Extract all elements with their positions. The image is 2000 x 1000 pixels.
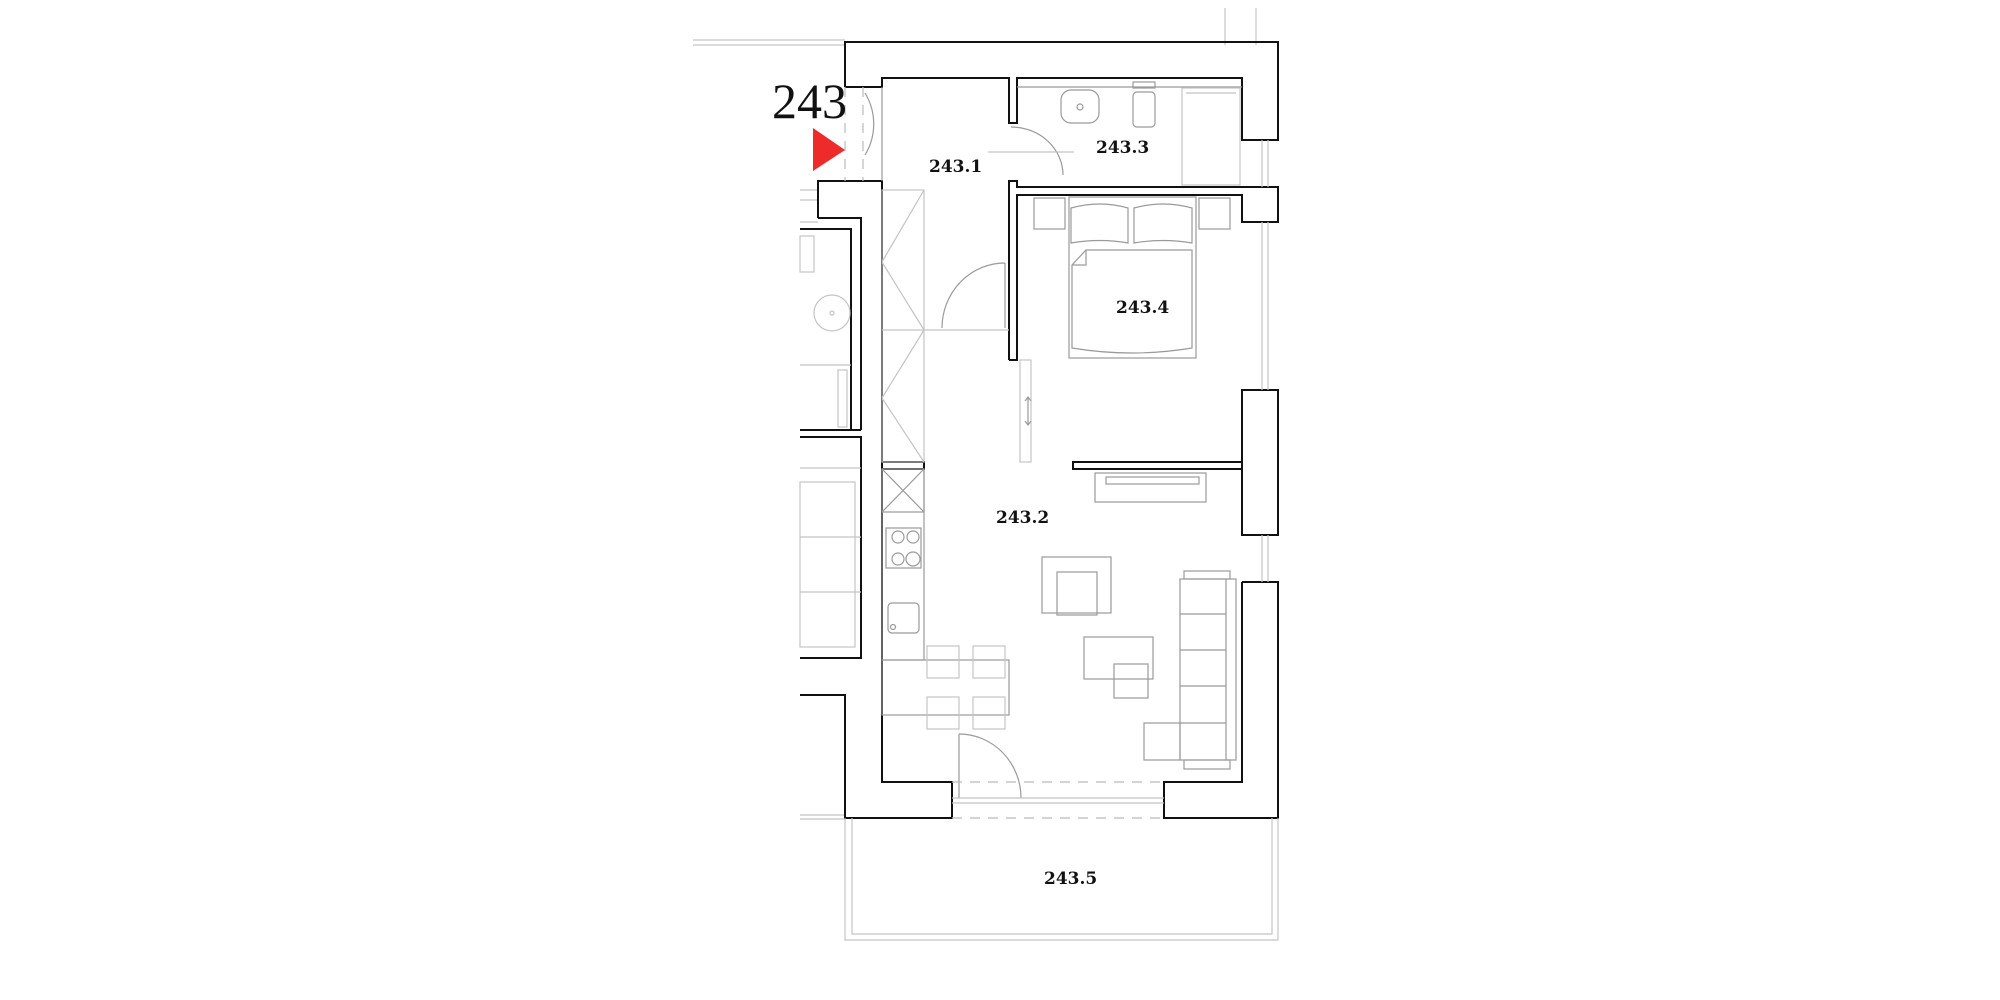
room-label-bedroom: 243.4 <box>1116 298 1169 318</box>
neighbour-unit <box>799 189 862 820</box>
sink <box>887 602 920 634</box>
entrance-arrow-icon <box>813 128 845 171</box>
cooktop <box>885 527 922 569</box>
sliding-wardrobe <box>1019 359 1032 463</box>
nightstand-left <box>1033 197 1066 230</box>
ottoman <box>1113 663 1149 699</box>
context-lines <box>693 8 1257 46</box>
walls <box>800 41 1279 819</box>
tv-unit <box>1094 472 1207 503</box>
bed <box>1068 196 1197 359</box>
room-label-hall: 243.1 <box>929 157 982 177</box>
room-labels: 243.1 243.2 243.3 243.4 243.5 <box>929 138 1169 889</box>
bathroom-fixtures <box>1017 81 1242 186</box>
armchair <box>1041 556 1112 614</box>
washbasin <box>1060 89 1100 124</box>
room-label-living-kitchen: 243.2 <box>996 508 1049 528</box>
sofa <box>1179 578 1237 761</box>
dining-table <box>881 659 1010 716</box>
balcony <box>844 818 1279 941</box>
unit-number: 243 <box>772 73 847 129</box>
entrance-marker: 243 <box>772 73 847 171</box>
bedroom-furniture <box>1019 196 1231 463</box>
shower <box>1181 87 1241 186</box>
coffee-table <box>1083 636 1154 680</box>
hall-wardrobe <box>881 189 925 463</box>
room-label-bathroom: 243.3 <box>1096 138 1149 158</box>
living-furniture <box>881 468 1237 770</box>
toilet <box>1132 91 1156 128</box>
nightstand-right <box>1198 197 1231 230</box>
doors <box>844 87 1164 819</box>
room-label-balcony: 243.5 <box>1044 869 1097 889</box>
